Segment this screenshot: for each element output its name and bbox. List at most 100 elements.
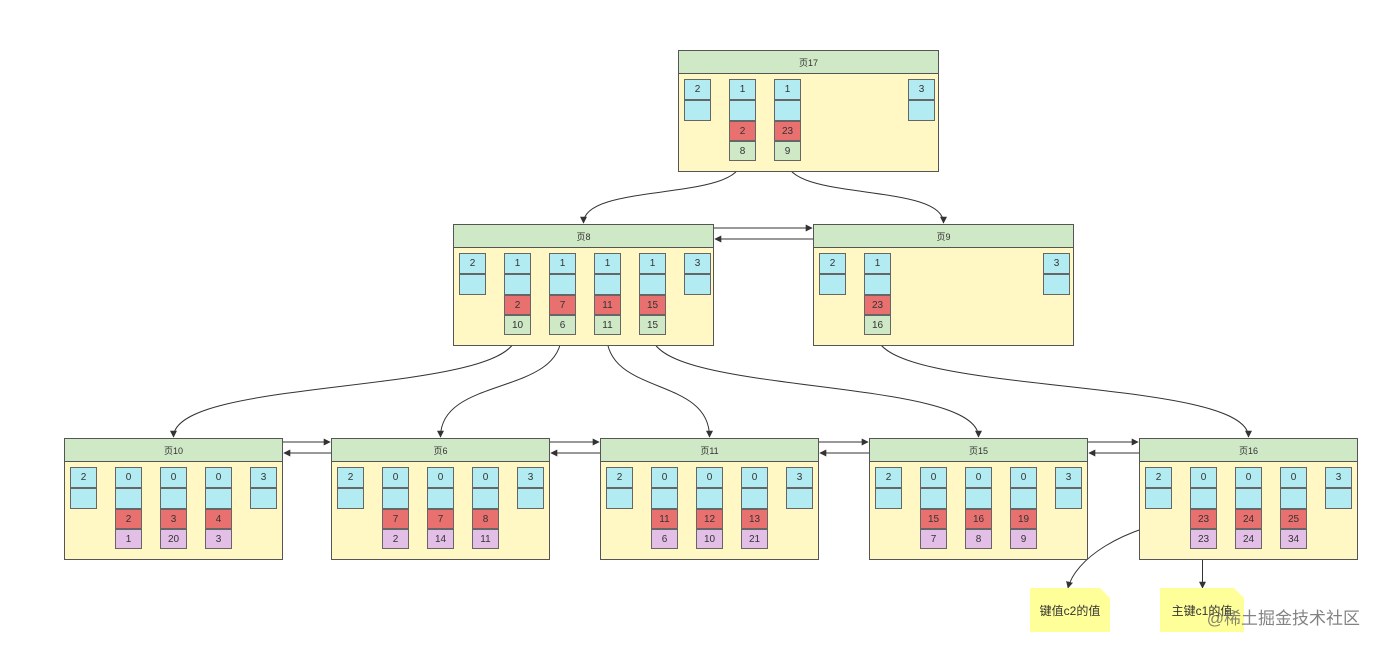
record-record-type: 1 [639, 253, 666, 274]
primary-key-cell: 24 [1235, 529, 1262, 549]
record-record-type: 0 [115, 467, 142, 488]
record-key-cell: 7 [549, 295, 576, 315]
watermark: @稀土掘金技术社区 [1206, 609, 1360, 628]
child-page-cell: 8 [729, 141, 756, 161]
record-key-cell: 23 [1190, 509, 1217, 529]
supremum-next-pointer [1055, 488, 1082, 509]
infimum-record-type: 2 [70, 467, 97, 488]
record-next-pointer [696, 488, 723, 509]
child-page-arrow [170, 333, 517, 438]
infimum-next-pointer [875, 488, 902, 509]
infimum-next-pointer [819, 274, 846, 295]
record-next-pointer [639, 274, 666, 295]
record-key-cell: 15 [639, 295, 666, 315]
record-record-type: 0 [741, 467, 768, 488]
record-next-pointer [920, 488, 947, 509]
child-page-arrow [580, 159, 742, 224]
primary-key-note-text: 主键c1的值 [1171, 603, 1233, 618]
record-record-type: 1 [594, 253, 621, 274]
record-key-cell: 2 [504, 295, 531, 315]
record-record-type: 0 [965, 467, 992, 488]
record-key-cell: 13 [741, 509, 768, 529]
supremum-next-pointer [1043, 274, 1070, 295]
infimum-record-type: 2 [337, 467, 364, 488]
page-title: 页17 [679, 51, 938, 74]
record-record-type: 1 [864, 253, 891, 274]
primary-key-cell: 14 [427, 529, 454, 549]
record-record-type: 0 [651, 467, 678, 488]
record-record-type: 1 [549, 253, 576, 274]
child-page-cell: 15 [639, 315, 666, 335]
record-key-cell: 11 [594, 295, 621, 315]
primary-key-cell: 20 [160, 529, 187, 549]
record-key-cell: 12 [696, 509, 723, 529]
record-record-type: 0 [920, 467, 947, 488]
record-record-type: 0 [427, 467, 454, 488]
child-page-cell: 6 [549, 315, 576, 335]
record-next-pointer [382, 488, 409, 509]
record-record-type: 0 [382, 467, 409, 488]
record-next-pointer [115, 488, 142, 509]
supremum-next-pointer [908, 100, 935, 121]
record-next-pointer [965, 488, 992, 509]
primary-key-cell: 8 [965, 529, 992, 549]
page-title: 页11 [601, 439, 818, 462]
record-key-cell: 2 [115, 509, 142, 529]
infimum-next-pointer [337, 488, 364, 509]
record-next-pointer [160, 488, 187, 509]
note-fold-corner [1100, 588, 1110, 598]
record-next-pointer [864, 274, 891, 295]
primary-key-cell: 6 [651, 529, 678, 549]
supremum-record-type: 3 [908, 79, 935, 100]
page-title: 页8 [454, 225, 713, 248]
infimum-record-type: 2 [459, 253, 486, 274]
child-page-cell: 9 [774, 141, 801, 161]
page-title: 页15 [870, 439, 1087, 462]
infimum-record-type: 2 [819, 253, 846, 274]
supremum-record-type: 3 [250, 467, 277, 488]
child-page-arrow [786, 159, 947, 224]
record-key-cell: 7 [382, 509, 409, 529]
child-page-arrow [876, 333, 1252, 438]
supremum-record-type: 3 [786, 467, 813, 488]
primary-key-cell: 1 [115, 529, 142, 549]
infimum-next-pointer [606, 488, 633, 509]
record-record-type: 0 [1190, 467, 1217, 488]
child-page-arrow [606, 333, 713, 438]
infimum-next-pointer [459, 274, 486, 295]
child-page-cell: 11 [594, 315, 621, 335]
infimum-record-type: 2 [684, 79, 711, 100]
record-next-pointer [1190, 488, 1217, 509]
record-next-pointer [427, 488, 454, 509]
record-key-cell: 11 [651, 509, 678, 529]
supremum-next-pointer [1325, 488, 1352, 509]
supremum-next-pointer [250, 488, 277, 509]
primary-key-cell: 23 [1190, 529, 1217, 549]
record-next-pointer [1280, 488, 1307, 509]
record-record-type: 0 [1235, 467, 1262, 488]
page-title: 页9 [814, 225, 1073, 248]
primary-key-cell: 3 [205, 529, 232, 549]
primary-key-cell: 7 [920, 529, 947, 549]
record-record-type: 0 [205, 467, 232, 488]
record-next-pointer [549, 274, 576, 295]
record-key-cell: 4 [205, 509, 232, 529]
record-record-type: 1 [729, 79, 756, 100]
record-key-cell: 24 [1235, 509, 1262, 529]
record-key-cell: 23 [774, 121, 801, 141]
record-key-cell: 23 [864, 295, 891, 315]
supremum-record-type: 3 [517, 467, 544, 488]
record-record-type: 0 [696, 467, 723, 488]
record-next-pointer [1010, 488, 1037, 509]
record-record-type: 0 [1280, 467, 1307, 488]
record-record-type: 0 [160, 467, 187, 488]
record-record-type: 0 [1010, 467, 1037, 488]
